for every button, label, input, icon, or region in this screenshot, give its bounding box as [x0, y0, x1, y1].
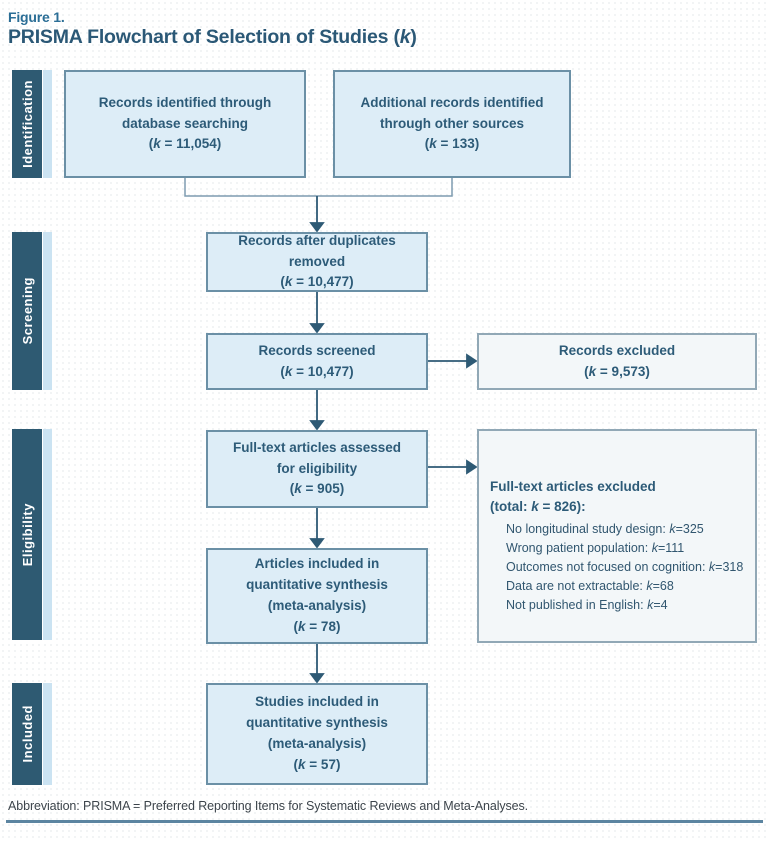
stage-identification: Identification	[12, 70, 52, 178]
page-title: PRISMA Flowchart of Selection of Studies…	[8, 26, 417, 48]
stage-identification-accent-bar	[43, 70, 52, 178]
stage-screening-bar: Screening	[12, 232, 42, 390]
stage-identification-label: Identification	[19, 80, 35, 168]
stage-included-label: Included	[19, 705, 35, 763]
arrowhead-fulltext-to-excluded	[466, 459, 478, 475]
text-line: Records identified through	[98, 94, 272, 110]
text-line: (k = 11,054)	[148, 136, 222, 152]
text-line: Records screened	[258, 342, 376, 358]
text-line: Articles included in	[254, 556, 380, 572]
text-line: quantitative synthesis	[246, 715, 388, 731]
stage-identification-bar: Identification	[12, 70, 42, 178]
arrowhead-fulltext-to-articles	[309, 538, 325, 549]
text-line: (k = 57)	[293, 756, 341, 772]
box-records-after-duplicates-removed: Records after duplicates removed (k = 10,4…	[206, 232, 428, 292]
text-line: Not published in English: k=4	[506, 597, 668, 612]
text-line: Records after duplicates	[238, 232, 396, 248]
text-line: (meta-analysis)	[267, 736, 367, 751]
text-line: Records excluded	[558, 342, 676, 358]
stage-eligibility: Eligibility	[12, 429, 52, 640]
text-line: (k = 10,477)	[280, 274, 354, 290]
figure-label: Figure 1.	[8, 9, 65, 25]
box-records-excluded: Records excluded (k = 9,573)	[477, 333, 757, 390]
text-line: removed	[288, 253, 346, 269]
box-fulltext-assessed: Full-text articles assessed for eligibili…	[206, 430, 428, 508]
text-line: for eligibility	[276, 460, 358, 476]
text-line: (k = 10,477)	[280, 363, 354, 379]
text-line: through other sources	[379, 115, 524, 131]
text-line: (total: k = 826):	[490, 499, 586, 515]
stage-included-bar: Included	[12, 683, 42, 785]
text-line: database searching	[121, 115, 249, 131]
text-line: (k = 133)	[424, 136, 480, 152]
text-line: Wrong patient population: k=111	[506, 540, 685, 555]
stage-eligibility-label: Eligibility	[19, 502, 35, 567]
text-line: Outcomes not focused on cognition: k=318	[506, 559, 744, 574]
arrowhead-articles-to-studies	[309, 673, 325, 684]
bottom-rule	[6, 820, 763, 823]
abbreviation-note: Abbreviation: PRISMA = Preferred Reporti…	[8, 799, 529, 813]
merge-connector-line	[184, 178, 453, 197]
box-records-screened: Records screened (k = 10,477)	[206, 333, 428, 390]
box-articles-included-meta-analysis: Articles included in quantitative synthes…	[206, 548, 428, 644]
stage-eligibility-accent-bar	[43, 429, 52, 640]
stage-screening-accent-bar	[43, 232, 52, 390]
stage-screening-label: Screening	[19, 277, 35, 345]
fulltext-excluded-heading: Full-text articles excluded (total: k = 8…	[490, 477, 656, 518]
arrowhead-screened-to-fulltext	[309, 420, 325, 431]
text-line: (k = 78)	[293, 618, 341, 634]
text-line: Full-text articles excluded	[490, 479, 656, 494]
text-line: (meta-analysis)	[267, 598, 367, 613]
text-line: (k = 905)	[289, 481, 345, 497]
text-line: Studies included in	[255, 694, 379, 710]
box-studies-included-meta-analysis: Studies included in quantitative synthesi…	[206, 683, 428, 785]
text-line: No longitudinal study design: k=325	[506, 521, 704, 536]
text-line: quantitative synthesis	[246, 577, 388, 593]
text-line: (k = 9,573)	[584, 363, 650, 379]
stage-included-accent-bar	[43, 683, 52, 785]
box-additional-records-other-sources: Additional records identified through oth…	[333, 70, 571, 178]
box-records-identified-database: Records identified through database searc…	[64, 70, 306, 178]
arrowhead-duplicates-to-screened	[309, 323, 325, 334]
stage-included: Included	[12, 683, 52, 785]
arrowhead-screened-to-excluded	[466, 353, 478, 369]
stage-eligibility-bar: Eligibility	[12, 429, 42, 640]
box-fulltext-excluded: Full-text articles excluded (total: k = 8…	[477, 429, 757, 643]
text-line: Additional records identified	[360, 94, 544, 110]
text-line: Data are not extractable: k=68	[506, 578, 674, 593]
text-line: Full-text articles assessed	[232, 439, 402, 455]
stage-screening: Screening	[12, 232, 52, 390]
